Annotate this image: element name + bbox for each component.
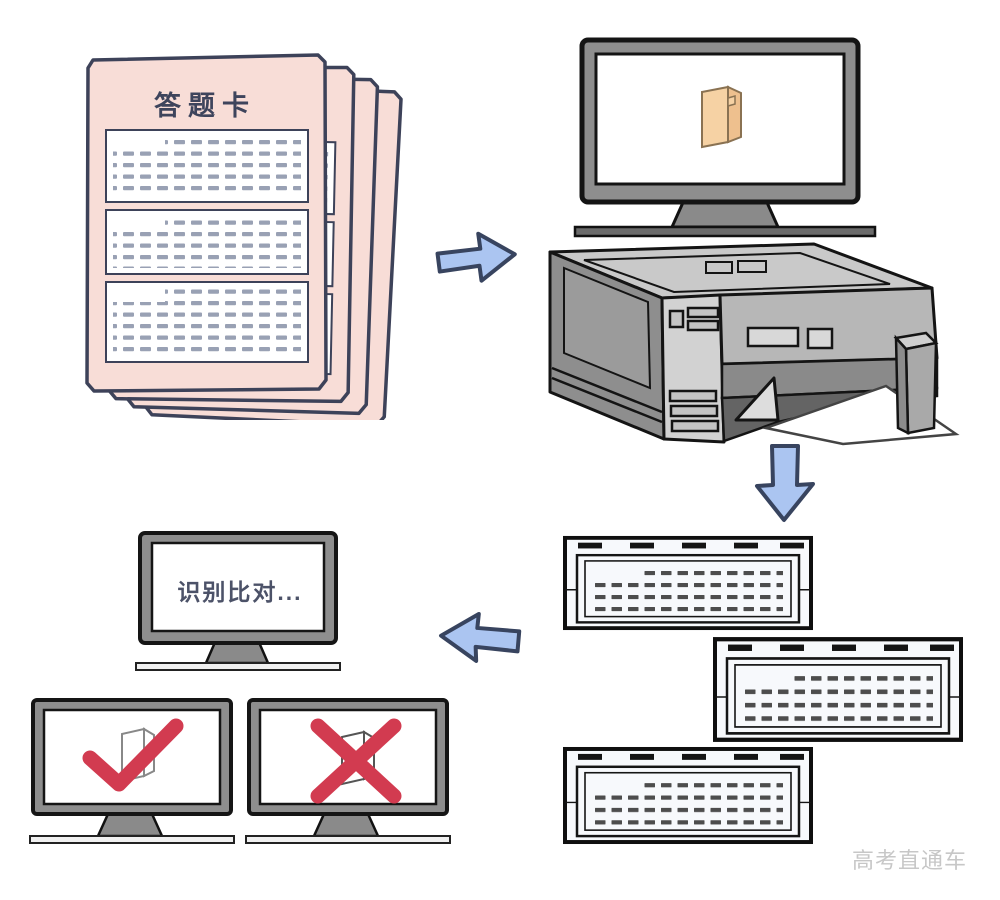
arrow-down-icon xyxy=(755,444,815,522)
watermark: 高考直通车 xyxy=(852,848,968,873)
answer-sheet-stack-icon xyxy=(85,53,403,420)
recognition-status-text: 识别比对... xyxy=(177,579,303,605)
recognition-monitor xyxy=(135,531,341,671)
arrow-right-icon xyxy=(435,231,517,283)
scan-computer-monitor xyxy=(573,37,877,238)
answer-sheet-title: 答题卡 xyxy=(154,91,256,121)
arrow-left-icon xyxy=(439,611,522,663)
folder-icon xyxy=(701,85,742,149)
result-monitor-pass xyxy=(29,698,235,844)
scanned-card-2 xyxy=(713,637,963,742)
front-answer-sheet xyxy=(85,53,328,393)
scanned-card-1 xyxy=(563,535,813,631)
scanned-card-3 xyxy=(563,746,813,845)
result-monitor-fail xyxy=(245,698,451,844)
printer-button xyxy=(746,326,800,348)
printer-button xyxy=(806,327,834,350)
checkmark-icon xyxy=(82,718,184,792)
monitor-base xyxy=(573,225,877,238)
cross-icon xyxy=(310,718,402,804)
scanner-printer-icon xyxy=(548,242,960,446)
